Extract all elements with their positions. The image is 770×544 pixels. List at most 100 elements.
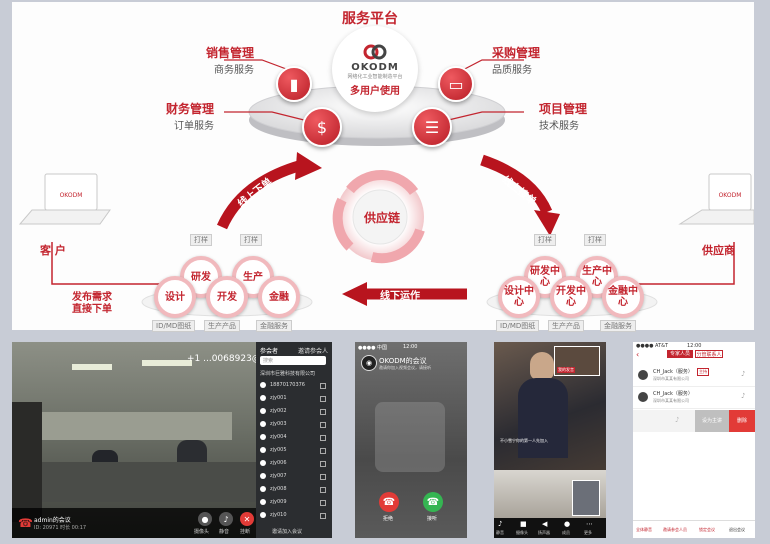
list-item[interactable]: zjy008 [260, 484, 328, 497]
list-item[interactable]: zjy001 [260, 393, 328, 406]
panel-search-placeholder: 搜索 [263, 358, 274, 364]
tag-fin-service: 金融服务 [600, 320, 636, 332]
toolbar-label-camera: 摄像头 [516, 530, 528, 535]
tab-experts[interactable]: 专家人员 [667, 350, 693, 358]
supply-chain-label: 供应链 [364, 211, 401, 225]
toolbar-label-members: 成员 [562, 530, 570, 535]
accept-button[interactable]: ☎ [423, 492, 443, 512]
participant-management-screen: ●●●● AT&T 12:00 ‹ 专家人员 分管联系人 CH_Jack（服务）… [633, 342, 755, 538]
participants-panel: 参会者 邀请参会人 搜索 深圳市巨雅科技有限公司 18870170376 zjy… [256, 342, 332, 538]
swipe-actions-row: ♪ 设为主讲 删除 [633, 410, 755, 432]
system-caption: 不小雪宁你的第一人先加入 [500, 438, 548, 443]
caller-name: admin的会议 [34, 517, 71, 524]
status-carrier: ●●●● AT&T [636, 343, 669, 349]
participant-row[interactable]: CH_Jack（服务） 深圳市某某有限公司 ♪ [633, 388, 755, 409]
self-view-tile[interactable]: 我的发言 [554, 346, 600, 376]
list-item[interactable]: zjy007 [260, 471, 328, 484]
participant-company: 深圳市某某有限公司 [653, 376, 689, 381]
node-develop: 开发 [206, 276, 248, 318]
control-label-hangup: 挂断 [240, 529, 251, 535]
members-icon[interactable]: ● [564, 520, 571, 528]
mic-icon: ♪ [675, 416, 680, 424]
call-number: +1 ...0068923@hu [187, 354, 273, 364]
list-item[interactable]: zjy010 [260, 510, 328, 523]
camera-icon[interactable]: ■ [520, 520, 527, 528]
hub-caption: 多用户使用 [350, 85, 400, 97]
back-icon[interactable]: ‹ [636, 350, 640, 359]
okodm-logo-icon [363, 44, 387, 59]
participant-company: 深圳市某某有限公司 [653, 398, 689, 403]
status-time: 12:00 [687, 343, 702, 349]
set-host-button[interactable]: 设为主讲 [695, 410, 729, 432]
tag-id-md: ID/MD图纸 [496, 320, 540, 332]
mic-icon[interactable]: ♪ [741, 392, 746, 400]
tab-contacts[interactable]: 分管联系人 [695, 350, 723, 358]
arrow-offline: 线下运作 [380, 291, 420, 302]
tag-print: 打样 [190, 234, 212, 246]
decline-button[interactable]: ☎ [379, 492, 399, 512]
list-item[interactable]: zjy009 [260, 497, 328, 510]
meeting-toolbar: ♪ ■ ◀ ● ⋯ 静音 摄像头 扬声器 成员 更多 [494, 518, 606, 538]
node-design-center: 设计中心 [498, 276, 540, 318]
exit-meeting-button[interactable]: 退出会议 [729, 527, 745, 532]
list-item[interactable]: zjy004 [260, 432, 328, 445]
invite-join-button[interactable]: 邀请加入会议 [272, 529, 303, 535]
list-item[interactable]: zjy003 [260, 419, 328, 432]
mute-icon[interactable]: ♪ [498, 520, 503, 528]
participant-tile[interactable] [572, 480, 600, 516]
more-icon[interactable]: ⋯ [586, 520, 593, 528]
control-label-mute: 静音 [219, 529, 230, 535]
panel-org-header: 深圳市巨雅科技有限公司 [260, 371, 316, 377]
platform-title: 服务平台 [342, 11, 398, 27]
module-finance: 财务管理 订单服务 [165, 102, 214, 132]
toolbar-label-mute: 静音 [496, 530, 504, 535]
caller-sub: ID: 20971 时长 00:17 [34, 525, 87, 531]
bottom-action-bar: 全体静音 邀请参会人员 锁定会议 退出会议 [633, 520, 755, 538]
control-label-camera: 摄像头 [194, 529, 210, 535]
participant-row[interactable]: CH_Jack（服务） 主持 深圳市某某有限公司 ♪ [633, 366, 755, 387]
delete-button[interactable]: 删除 [729, 410, 755, 432]
invite-participants-button[interactable]: 邀请参会人员 [663, 527, 687, 532]
mobile-video-meeting-screen: 我的发言 不小雪宁你的第一人先加入 ♪ ■ ◀ ● ⋯ 静音 摄像头 扬声器 成… [494, 342, 606, 538]
module-sales: 销售管理 商务服务 [205, 46, 254, 76]
tag-print: 打样 [584, 234, 606, 246]
camera-icon[interactable]: ● [198, 512, 212, 526]
tag-print: 打样 [534, 234, 556, 246]
okodm-hub: OKODM 网络化工业智能制造平台 多用户使用 [332, 26, 418, 112]
lock-meeting-button[interactable]: 锁定会议 [699, 527, 715, 532]
mic-icon[interactable]: ♪ [741, 370, 746, 378]
supplier-label: 供应商 [702, 244, 735, 257]
svg-text:OKODM: OKODM [719, 192, 742, 199]
tab-invite[interactable]: 邀请参会人 [298, 348, 329, 355]
participant-name: CH_Jack（服务） [653, 369, 693, 375]
svg-text:OKODM: OKODM [60, 192, 83, 199]
tag-product: 生产产品 [548, 320, 584, 332]
module-project: 项目管理 技术服务 [539, 102, 588, 132]
meeting-title: OKODM的会议 [379, 357, 427, 365]
status-time: 12:00 [403, 344, 418, 350]
hangup-handset-icon[interactable]: ☎ [18, 516, 33, 530]
host-badge: 主持 [697, 368, 709, 376]
tag-print: 打样 [240, 234, 262, 246]
customer-laptop-icon: OKODM [18, 173, 111, 225]
toolbar-label-more: 更多 [584, 530, 592, 535]
chart-icon: ▮ [276, 66, 312, 102]
mute-all-button[interactable]: 全体静音 [636, 527, 652, 532]
hangup-icon[interactable]: ✕ [240, 512, 254, 526]
truck-icon: ▭ [438, 66, 474, 102]
speaker-icon[interactable]: ◀ [542, 520, 548, 528]
accept-label: 接听 [427, 516, 438, 522]
node-develop-center: 开发中心 [550, 276, 592, 318]
supplier-laptop-icon: OKODM [678, 173, 754, 225]
panel-search-input[interactable]: 搜索 [260, 356, 326, 365]
mute-icon[interactable]: ♪ [219, 512, 233, 526]
video-feed [12, 342, 256, 538]
tag-fin-service: 金融服务 [256, 320, 292, 332]
list-item[interactable]: zjy006 [260, 458, 328, 471]
list-item[interactable]: zjy005 [260, 445, 328, 458]
list-item[interactable]: 18870170376 [260, 380, 328, 393]
caller-avatar: ◉ [361, 355, 377, 371]
list-item[interactable]: zjy002 [260, 406, 328, 419]
decline-label: 拒绝 [383, 516, 394, 522]
tab-participants[interactable]: 参会者 [260, 348, 279, 355]
